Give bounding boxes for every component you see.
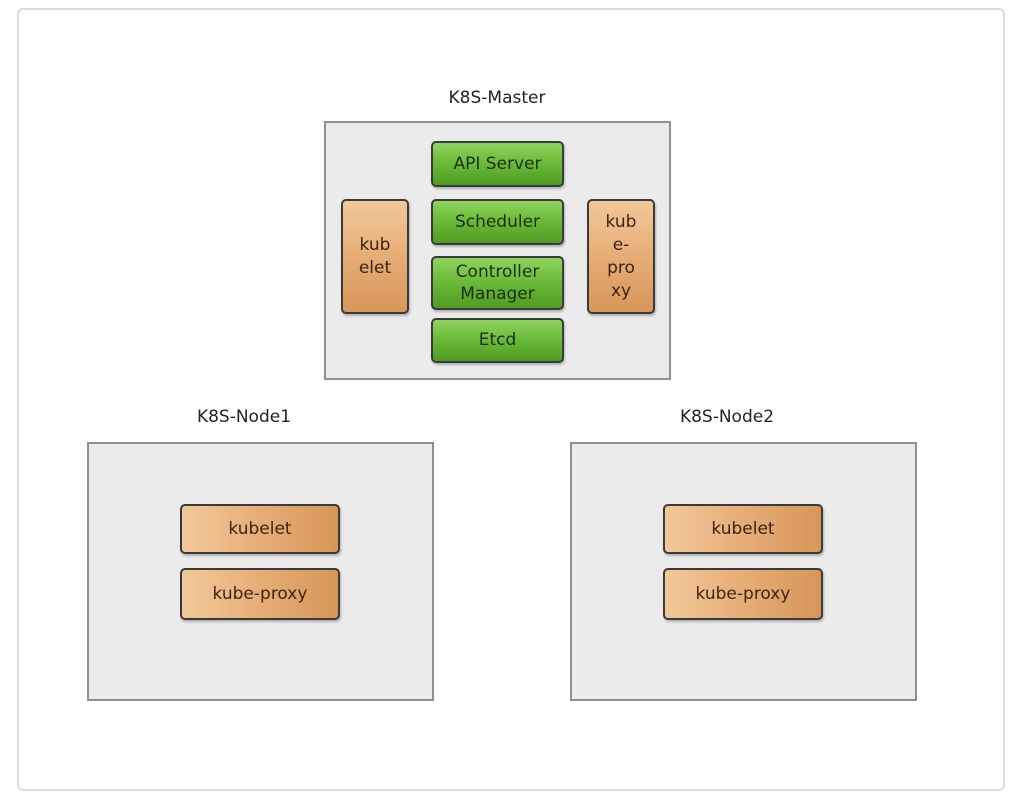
master-title: K8S-Master	[448, 88, 546, 108]
node2-kubelet-component: kubelet	[663, 504, 823, 554]
api-server-component: API Server	[431, 141, 564, 187]
controller-manager-label-line2: Manager	[460, 284, 535, 304]
node1-kubelet-component: kubelet	[180, 504, 340, 554]
master-kube-proxy-label-line3: pro	[607, 257, 635, 278]
master-kube-proxy-label-line1: kub	[605, 211, 637, 232]
master-kubelet-label-line2: elet	[358, 257, 392, 278]
scheduler-component: Scheduler	[431, 199, 564, 245]
master-kube-proxy-label-line4: xy	[610, 280, 632, 301]
master-kube-proxy-label-line2: e-	[612, 234, 630, 255]
controller-manager-label-line1: Controller	[455, 262, 540, 282]
node1-title: K8S-Node1	[196, 407, 292, 427]
node2-kube-proxy-label: kube-proxy	[695, 583, 791, 604]
node1-kube-proxy-label: kube-proxy	[212, 583, 308, 604]
master-kube-proxy-component: kub e- pro xy	[587, 199, 655, 314]
node1-kube-proxy-component: kube-proxy	[180, 568, 340, 620]
node2-title: K8S-Node2	[679, 407, 775, 427]
controller-manager-component: Controller Manager	[431, 256, 564, 310]
api-server-label: API Server	[453, 153, 542, 174]
master-kubelet-component: kub elet	[341, 199, 409, 314]
scheduler-label: Scheduler	[454, 211, 541, 232]
master-kubelet-label-line1: kub	[359, 234, 391, 255]
node2-kube-proxy-component: kube-proxy	[663, 568, 823, 620]
node1-kubelet-label: kubelet	[228, 518, 292, 539]
etcd-component: Etcd	[431, 318, 564, 363]
etcd-label: Etcd	[478, 330, 517, 350]
node2-kubelet-label: kubelet	[711, 518, 775, 539]
